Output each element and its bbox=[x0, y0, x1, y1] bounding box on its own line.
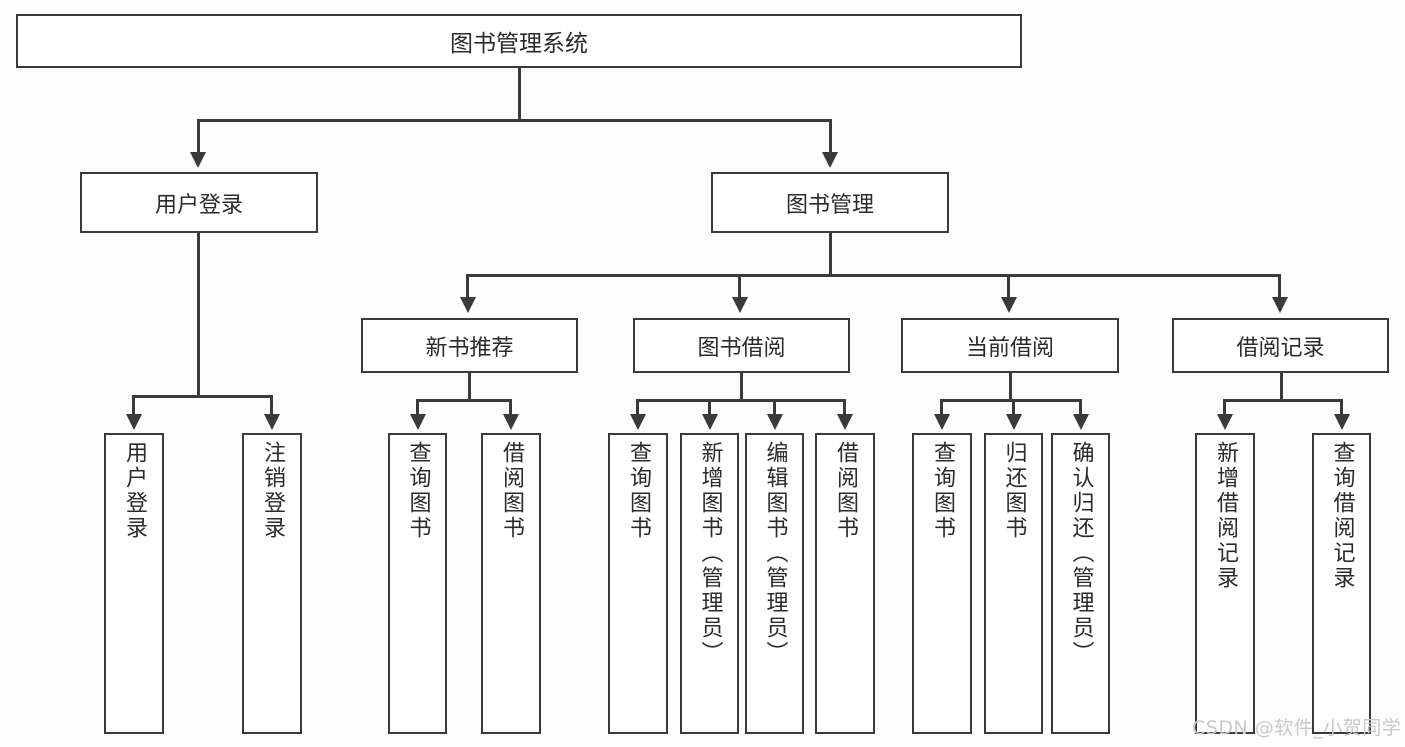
connector-bookborrow-drop-3 bbox=[773, 399, 776, 417]
arrow-leaf-add-book bbox=[702, 414, 718, 430]
arrow-leaf-confirm-return bbox=[1073, 414, 1089, 430]
leaf-edit-book-admin-label: 编辑图书（管理员） bbox=[762, 441, 788, 666]
leaf-query-book-current[interactable]: 查询图书 bbox=[912, 433, 972, 734]
connector-currentborrow-bus bbox=[941, 399, 1081, 402]
leaf-query-book-newbook[interactable]: 查询图书 bbox=[388, 433, 447, 734]
leaf-logout[interactable]: 注销登录 bbox=[242, 433, 302, 734]
connector-bookborrow-drop-4 bbox=[843, 399, 846, 417]
arrow-leaf-borrow-book-1 bbox=[503, 414, 519, 430]
node-user-login-label: 用户登录 bbox=[154, 192, 243, 218]
leaf-borrow-book-label: 借阅图书 bbox=[833, 441, 858, 541]
node-book-borrow[interactable]: 图书借阅 bbox=[633, 318, 850, 373]
node-new-book-recommend-label: 新书推荐 bbox=[425, 335, 514, 361]
connector-newbook-drop-2 bbox=[509, 399, 512, 417]
leaf-query-borrow-record-label: 查询借阅记录 bbox=[1329, 441, 1355, 591]
connector-borrowrecord-drop-2 bbox=[1340, 399, 1343, 417]
connector-user-login-drop-2 bbox=[270, 395, 273, 417]
leaf-return-book-label: 归还图书 bbox=[1001, 441, 1027, 541]
leaf-user-login-label: 用户登录 bbox=[122, 441, 147, 541]
leaf-return-book[interactable]: 归还图书 bbox=[984, 433, 1043, 734]
connector-to-user-login bbox=[197, 119, 200, 155]
arrow-leaf-user-login bbox=[126, 414, 142, 430]
leaf-add-book-admin-label: 新增图书（管理员） bbox=[697, 441, 723, 666]
connector-bookborrow-bus bbox=[637, 399, 846, 402]
leaf-add-borrow-record-label: 新增借阅记录 bbox=[1213, 441, 1238, 591]
arrow-to-current-borrow bbox=[1001, 297, 1017, 313]
leaf-query-book-newbook-label: 查询图书 bbox=[405, 441, 431, 541]
connector-user-login-stem bbox=[197, 233, 200, 396]
leaf-query-book-borrow[interactable]: 查询图书 bbox=[608, 433, 668, 734]
connector-user-login-bus bbox=[133, 395, 272, 398]
leaf-add-borrow-record[interactable]: 新增借阅记录 bbox=[1195, 433, 1255, 734]
arrow-leaf-query-book-2 bbox=[630, 414, 646, 430]
connector-newbook-bus bbox=[417, 399, 512, 402]
connector-currentborrow-drop-1 bbox=[940, 399, 943, 417]
connector-book-mgmt-bus bbox=[467, 274, 1281, 277]
node-user-login[interactable]: 用户登录 bbox=[80, 172, 318, 233]
node-borrow-record[interactable]: 借阅记录 bbox=[1172, 318, 1389, 373]
connector-book-mgmt-drop-2 bbox=[738, 274, 741, 300]
arrow-leaf-return-book bbox=[1006, 414, 1022, 430]
node-book-management[interactable]: 图书管理 bbox=[711, 172, 949, 233]
connector-borrowrecord-bus bbox=[1224, 399, 1342, 402]
node-book-management-label: 图书管理 bbox=[785, 192, 874, 218]
arrow-leaf-query-record bbox=[1334, 414, 1350, 430]
arrow-leaf-add-record bbox=[1217, 414, 1233, 430]
connector-currentborrow-stem bbox=[1009, 373, 1012, 400]
connector-borrowrecord-drop-1 bbox=[1223, 399, 1226, 417]
arrow-leaf-borrow-book-2 bbox=[837, 414, 853, 430]
leaf-logout-label: 注销登录 bbox=[260, 441, 285, 541]
node-book-borrow-label: 图书借阅 bbox=[697, 335, 786, 361]
node-root-label: 图书管理系统 bbox=[450, 31, 588, 57]
leaf-query-book-current-label: 查询图书 bbox=[930, 441, 955, 541]
node-root-system[interactable]: 图书管理系统 bbox=[16, 14, 1022, 68]
arrow-leaf-logout bbox=[264, 414, 280, 430]
node-current-borrow[interactable]: 当前借阅 bbox=[901, 318, 1119, 373]
node-new-book-recommend[interactable]: 新书推荐 bbox=[361, 318, 578, 373]
connector-currentborrow-drop-3 bbox=[1079, 399, 1082, 417]
connector-bookborrow-stem bbox=[740, 373, 743, 400]
leaf-borrow-book-newbook[interactable]: 借阅图书 bbox=[481, 433, 541, 734]
leaf-add-book-admin[interactable]: 新增图书（管理员） bbox=[680, 433, 739, 734]
watermark: CSDN @软件_小贺同学 bbox=[1192, 717, 1402, 739]
arrow-to-new-book-rec bbox=[460, 297, 476, 313]
connector-currentborrow-drop-2 bbox=[1012, 399, 1015, 417]
leaf-borrow-book-newbook-label: 借阅图书 bbox=[499, 441, 524, 541]
connector-book-mgmt-stem bbox=[829, 233, 832, 275]
leaf-borrow-book[interactable]: 借阅图书 bbox=[815, 433, 875, 734]
connector-user-login-drop-1 bbox=[132, 395, 135, 417]
connector-book-mgmt-drop-4 bbox=[1278, 274, 1281, 300]
connector-book-mgmt-drop-1 bbox=[466, 274, 469, 300]
leaf-query-borrow-record[interactable]: 查询借阅记录 bbox=[1312, 433, 1371, 734]
connector-bookborrow-drop-2 bbox=[708, 399, 711, 417]
connector-to-book-mgmt bbox=[829, 119, 832, 155]
leaf-edit-book-admin[interactable]: 编辑图书（管理员） bbox=[745, 433, 804, 734]
connector-bookborrow-drop-1 bbox=[636, 399, 639, 417]
connector-book-mgmt-drop-3 bbox=[1007, 274, 1010, 300]
arrow-to-borrow-record bbox=[1272, 297, 1288, 313]
arrow-leaf-query-book-1 bbox=[410, 414, 426, 430]
arrow-to-book-borrow bbox=[732, 297, 748, 313]
arrow-to-book-mgmt bbox=[822, 152, 838, 168]
connector-borrowrecord-stem bbox=[1280, 373, 1283, 400]
leaf-user-login[interactable]: 用户登录 bbox=[104, 433, 164, 734]
connector-newbook-stem bbox=[468, 373, 471, 400]
leaf-confirm-return-admin[interactable]: 确认归还（管理员） bbox=[1051, 433, 1110, 734]
connector-root-bus bbox=[198, 119, 832, 122]
connector-newbook-drop-1 bbox=[416, 399, 419, 417]
arrow-to-user-login bbox=[190, 152, 206, 168]
leaf-confirm-return-admin-label: 确认归还（管理员） bbox=[1068, 441, 1094, 666]
node-current-borrow-label: 当前借阅 bbox=[965, 335, 1054, 361]
leaf-query-book-borrow-label: 查询图书 bbox=[626, 441, 651, 541]
connector-root-stem bbox=[518, 68, 521, 120]
arrow-leaf-edit-book bbox=[767, 414, 783, 430]
node-borrow-record-label: 借阅记录 bbox=[1236, 335, 1325, 361]
arrow-leaf-query-book-3 bbox=[934, 414, 950, 430]
